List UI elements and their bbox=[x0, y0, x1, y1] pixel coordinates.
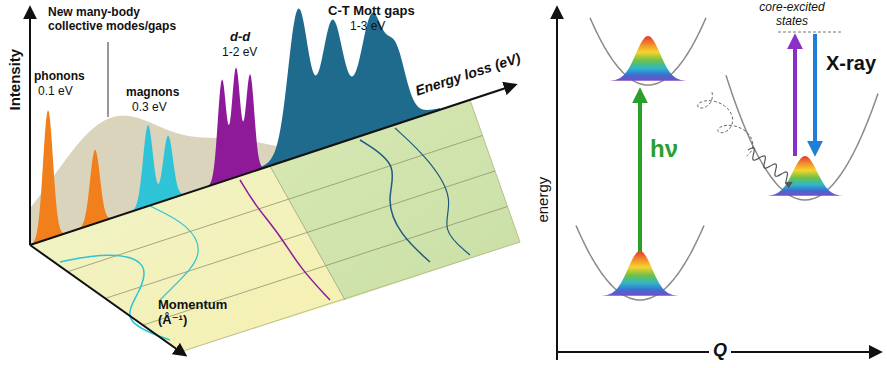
pump-arrow bbox=[638, 92, 642, 252]
axis-title: energy bbox=[534, 177, 551, 223]
peak-label: C-T Mott gaps bbox=[328, 4, 415, 19]
spectrum-plot bbox=[30, 8, 520, 355]
core-state-potential bbox=[726, 75, 878, 200]
axis-title: Energy loss (eV) bbox=[413, 49, 522, 98]
peak-label: phonons bbox=[34, 70, 85, 84]
energy-value: 0.1 eV bbox=[38, 85, 73, 99]
peak-label: magnons bbox=[126, 86, 179, 100]
relaxation-arrow bbox=[748, 148, 792, 185]
axis-title: Q bbox=[709, 340, 731, 361]
dashed-trajectory bbox=[698, 92, 753, 156]
wavepacket bbox=[602, 251, 678, 296]
excited-potential bbox=[590, 18, 706, 85]
magnon-peaks bbox=[125, 125, 195, 214]
magnon-dispersion bbox=[150, 206, 198, 300]
wavepacket bbox=[610, 36, 686, 81]
xray-label: X-ray bbox=[826, 52, 876, 75]
energy-axis bbox=[556, 8, 558, 360]
xray-emission-arrow bbox=[813, 34, 817, 152]
axis-title: Intensity bbox=[6, 49, 23, 111]
phonon-peaks bbox=[32, 110, 120, 244]
floor-edge bbox=[30, 100, 520, 352]
ct-dispersion bbox=[360, 140, 430, 262]
core-excited-level bbox=[778, 32, 842, 33]
energy-loss-axis bbox=[30, 85, 515, 245]
region-divider bbox=[270, 166, 345, 300]
peak-label: New many-body collective modes/gaps bbox=[48, 6, 198, 34]
dd-dispersion bbox=[240, 180, 330, 300]
ct-peaks bbox=[262, 8, 440, 168]
xray-absorption-arrow bbox=[793, 38, 797, 156]
peak-label: d-d bbox=[230, 30, 250, 45]
state-label: core-excited states bbox=[750, 1, 834, 29]
intensity-axis bbox=[29, 8, 31, 245]
leader-line bbox=[108, 42, 109, 117]
photon-label: hν bbox=[650, 135, 678, 163]
energy-value: 1-3 eV bbox=[350, 20, 385, 34]
energy-value: 0.3 eV bbox=[132, 101, 167, 115]
energy-diagram bbox=[557, 8, 880, 360]
energy-value: 1-2 eV bbox=[222, 46, 257, 60]
magnon-dispersion bbox=[60, 255, 170, 340]
ct-dispersion bbox=[395, 128, 470, 255]
axis-title: Momentum (Å⁻¹) bbox=[158, 298, 242, 328]
